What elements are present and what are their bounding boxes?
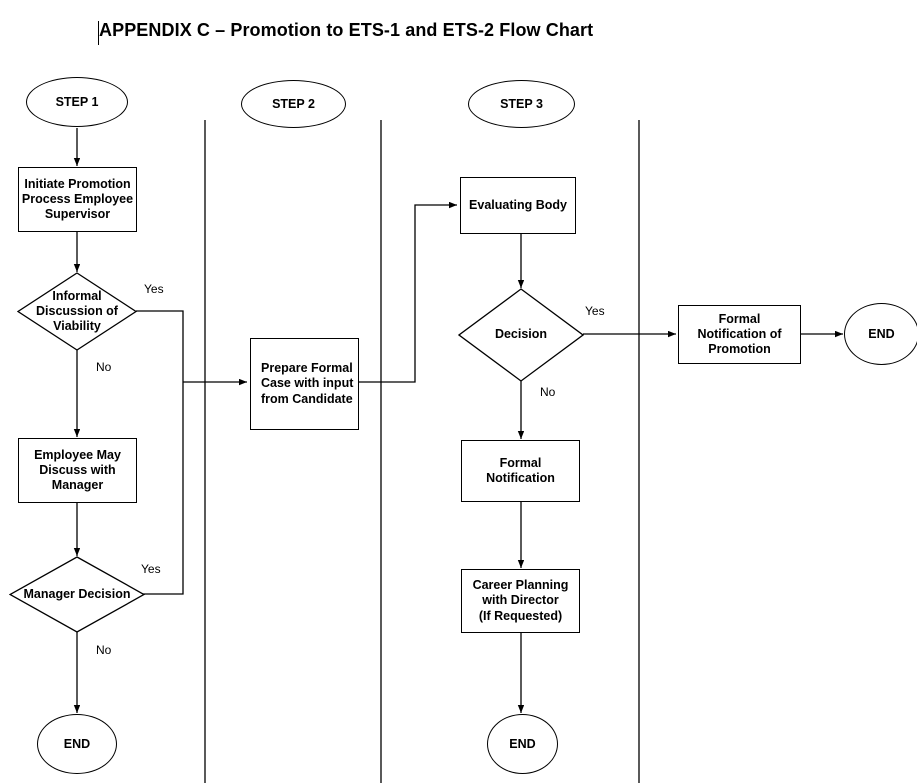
node-line: Manager <box>51 478 104 493</box>
lane-oval-step-2: STEP 2 <box>241 80 346 128</box>
node-line: END <box>63 737 91 751</box>
node-line: Notification <box>486 471 555 485</box>
node-line: Prepare Formal <box>261 361 353 376</box>
process-formal-notification[interactable]: Formal Notification <box>461 440 580 502</box>
process-formal-notification-of-promotion[interactable]: Formal Notification of Promotion <box>678 305 801 364</box>
node-line: Formal <box>499 455 542 470</box>
node-line: Discuss with <box>39 462 116 477</box>
lane-label: STEP 3 <box>500 97 543 111</box>
node-line: END <box>868 327 895 341</box>
node-line: Initiate Promotion <box>24 176 131 191</box>
edge-label-manager-yes: Yes <box>141 562 161 576</box>
process-initiate-promotion[interactable]: Initiate Promotion Process Employee Supe… <box>18 167 137 232</box>
lane-label: STEP 1 <box>55 95 99 109</box>
node-line: Promotion <box>708 342 771 357</box>
node-line: Career Planning <box>472 578 569 593</box>
node-line: Employee May <box>34 447 121 462</box>
edge-label-decision-yes: Yes <box>585 304 605 318</box>
decision-informal-discussion[interactable]: Informal Discussion of Viability <box>16 272 138 351</box>
edge-prepare-to-evaluating <box>359 201 457 383</box>
node-line: Notification of <box>697 326 782 341</box>
node-line: Case with input <box>261 376 354 391</box>
node-line: from Candidate <box>261 391 353 406</box>
process-evaluating-body[interactable]: Evaluating Body <box>460 177 576 234</box>
node-line: with Director <box>482 593 559 608</box>
text-caret <box>98 21 99 45</box>
lane-oval-step-3: STEP 3 <box>468 80 575 128</box>
edge-label-informal-no: No <box>96 360 112 374</box>
lane-oval-step-1: STEP 1 <box>26 77 128 127</box>
edge-informal-yes <box>136 310 184 382</box>
node-line: Process Employee <box>21 191 134 206</box>
edge-label-manager-no: No <box>96 643 112 657</box>
page-title: APPENDIX C – Promotion to ETS-1 and ETS-… <box>99 20 594 40</box>
node-line: (If Requested) <box>478 608 563 623</box>
node-line: Supervisor <box>44 207 111 222</box>
decision-evaluation-decision[interactable]: Decision <box>457 288 585 382</box>
terminator-end-promotion: END <box>844 303 917 365</box>
diamond-shape <box>16 272 138 351</box>
edge-manager-yes <box>136 382 184 595</box>
process-employee-may-discuss[interactable]: Employee May Discuss with Manager <box>18 438 137 503</box>
terminator-end-step1: END <box>37 714 117 774</box>
node-line: END <box>509 737 536 751</box>
edge-label-decision-no: No <box>540 385 556 399</box>
lane-label: STEP 2 <box>272 97 315 111</box>
node-line: Evaluating Body <box>469 197 567 212</box>
decision-manager-decision[interactable]: Manager Decision <box>8 556 146 633</box>
edge-label-informal-yes: Yes <box>144 282 164 296</box>
node-line: Formal <box>718 311 761 326</box>
terminator-end-step3: END <box>487 714 558 774</box>
diamond-shape <box>457 288 585 382</box>
process-career-planning[interactable]: Career Planning with Director (If Reques… <box>461 569 580 633</box>
diamond-shape <box>8 556 146 633</box>
process-prepare-formal-case[interactable]: Prepare Formal Case with input from Cand… <box>250 338 359 430</box>
